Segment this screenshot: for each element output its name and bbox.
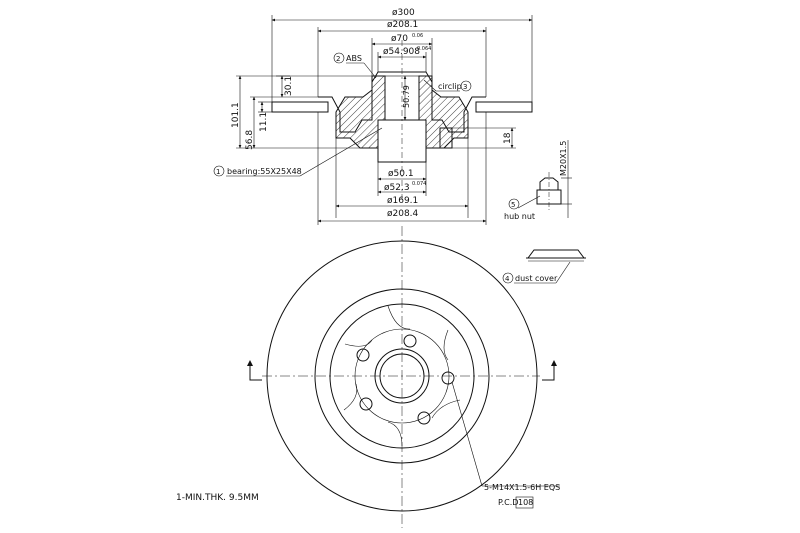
wheel-stud (439, 127, 453, 149)
bolt-hole-5 (356, 348, 370, 362)
note-thread: 5-M14X1.5-6H EQS (484, 483, 560, 492)
dim-h18: 18 (503, 132, 513, 144)
callout-dust-cover-num: 4 (505, 275, 510, 283)
dim-d50-79: 50.79 (402, 85, 411, 108)
dimension-lines (238, 18, 533, 223)
dim-d50-1: ø50.1 (388, 169, 414, 179)
disc-plate-left (271, 101, 329, 113)
bolt-hole-1 (403, 334, 417, 348)
section-view: ø300 ø208.1 ø70 0.06 ø54.908 0.064 30.1 … (213, 8, 533, 225)
callout-abs: 2 ABS (333, 52, 377, 79)
dim-d54-908: ø54.908 (383, 47, 420, 57)
callout-dust-cover-label: dust cover (515, 274, 558, 283)
note-pcd-value: 108 (518, 498, 533, 507)
bolt-holes (356, 334, 455, 425)
callout-bearing-num: 1 (216, 168, 220, 176)
callout-circlip-num: 3 (463, 83, 467, 91)
dim-d70: ø70 (391, 34, 408, 44)
bolt-hole-4 (359, 397, 373, 411)
note-min-thickness: 1-MIN.THK. 9.5MM (176, 493, 259, 503)
callout-bearing-label: bearing:55X25X48 (227, 167, 302, 176)
dim-h56-8: 56.8 (245, 130, 255, 150)
callout-circlip-label: circlip (438, 82, 462, 91)
dust-cover-part: 4 dust cover (502, 249, 586, 284)
dim-m20: M20X1.5 (559, 141, 568, 176)
callout-bearing: 1 bearing:55X25X48 (213, 127, 383, 177)
callout-hub-nut-label: hub nut (504, 212, 535, 221)
dim-d70-tol: 0.06 (412, 33, 423, 39)
dim-d300: ø300 (392, 8, 415, 18)
dim-h101-1: 101.1 (231, 102, 241, 128)
disc-plate-right (475, 101, 533, 113)
dim-d169-1: ø169.1 (387, 196, 418, 206)
dim-d208-4: ø208.4 (387, 209, 419, 219)
callout-abs-label: ABS (346, 54, 362, 63)
front-view: 5-M14X1.5-6H EQS P.C.D 108 (247, 226, 560, 528)
dim-d52-3: ø52.3 (384, 183, 410, 193)
dim-d54-908-tol: 0.064 (417, 46, 431, 52)
bolt-hole-2 (441, 371, 455, 385)
bolt-hole-3 (417, 411, 431, 425)
note-pcd-label: P.C.D (498, 498, 518, 507)
dim-h30-1: 30.1 (284, 76, 294, 96)
dim-h11-1: 11.1 (259, 112, 269, 132)
dim-d208-1: ø208.1 (387, 20, 418, 30)
callout-hub-nut-num: 5 (511, 201, 515, 209)
dim-d52-3-tol: 0.074 (412, 181, 426, 187)
callout-circlip: circlip 3 (423, 79, 472, 92)
callout-abs-num: 2 (336, 55, 340, 63)
hub-nut-part: M20X1.5 5 hub nut (504, 140, 572, 221)
